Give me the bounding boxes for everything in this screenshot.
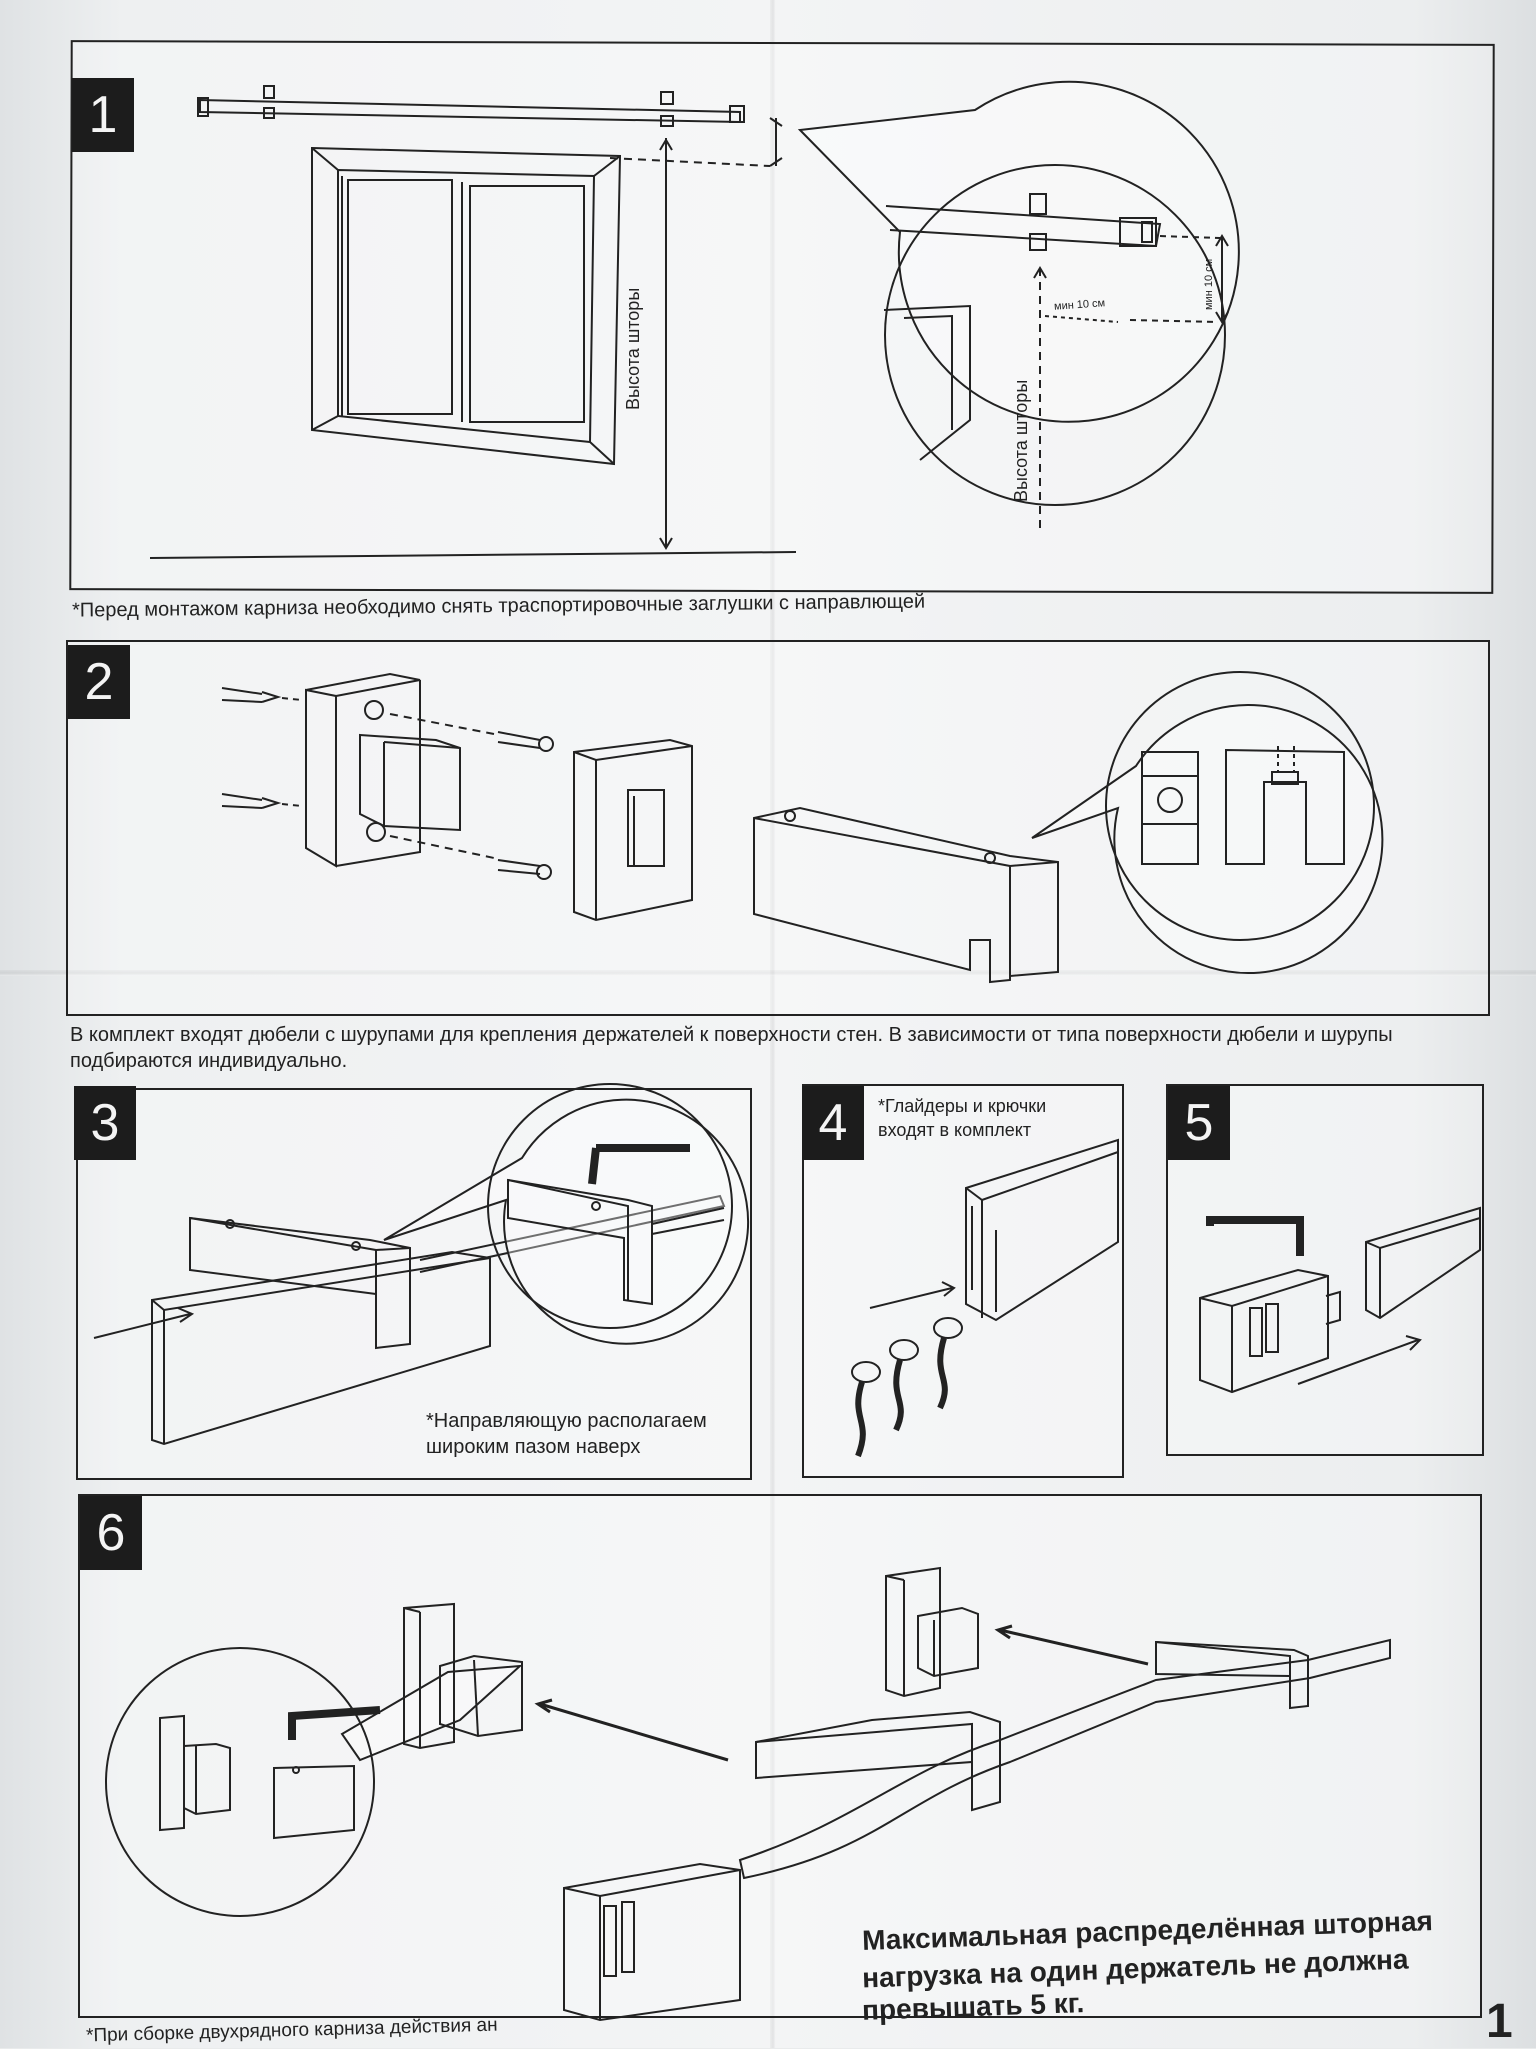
rail-end-drawing bbox=[966, 1140, 1118, 1320]
floor-line bbox=[150, 552, 796, 558]
step-2-zoom-callout bbox=[1032, 672, 1382, 973]
step-3-note-line2: широким пазом наверх bbox=[426, 1436, 641, 1458]
step-5-number: 5 bbox=[1168, 1086, 1230, 1160]
wall-bracket-left-drawing bbox=[404, 1604, 728, 1760]
paper-fold-horizontal bbox=[0, 970, 1536, 976]
step-3-number: 3 bbox=[74, 1086, 136, 1160]
step-6-number: 6 bbox=[80, 1496, 142, 1570]
curtain-height-label: Высота шторы bbox=[623, 287, 643, 410]
gliders-drawing bbox=[852, 1282, 962, 1456]
step-6-panel bbox=[78, 1494, 1482, 2018]
step-1-number: 1 bbox=[72, 78, 134, 152]
rail-piece-drawing bbox=[1298, 1208, 1480, 1384]
curtain-rod-drawing bbox=[198, 86, 782, 548]
assembled-rod-drawing bbox=[564, 1640, 1390, 2020]
paper-fold-vertical bbox=[770, 0, 776, 2048]
step-4-note-line1: *Глайдеры и крючки bbox=[878, 1096, 1047, 1116]
wall-mount-drawing bbox=[222, 674, 553, 879]
step-3-zoom-callout bbox=[384, 1084, 748, 1344]
bracket-body-drawing bbox=[754, 808, 1058, 982]
step-6-zoom-callout bbox=[106, 1648, 520, 1916]
step-4-number: 4 bbox=[802, 1086, 864, 1160]
step-2-panel bbox=[66, 640, 1490, 1016]
page-number: 1 bbox=[1486, 1995, 1513, 2048]
step-3-panel bbox=[76, 1088, 752, 1480]
step-1-zoom-callout bbox=[800, 82, 1239, 530]
min-10cm-horizontal-label: мин 10 см bbox=[1053, 297, 1106, 313]
load-warning-line3: превышать 5 кг. bbox=[861, 1987, 1085, 2026]
rail-and-bracket-drawing bbox=[94, 1196, 724, 1444]
zoom-curtain-height-label: Высота шторы bbox=[1011, 379, 1031, 502]
min-10cm-vertical-label: мин 10 см bbox=[1203, 258, 1215, 310]
step-4-note-line2: входят в комплект bbox=[878, 1120, 1032, 1140]
end-cap-drawing bbox=[1200, 1220, 1340, 1392]
step-2-number: 2 bbox=[68, 645, 130, 719]
step-2-description: В комплект входят дюбели с шурупами для … bbox=[70, 1024, 1393, 1072]
bracket-cover-drawing bbox=[574, 740, 692, 920]
wall-bracket-right-drawing bbox=[886, 1568, 1148, 1696]
window-drawing bbox=[312, 148, 620, 464]
step-3-note-line1: *Направляющую располагаем bbox=[426, 1410, 707, 1432]
